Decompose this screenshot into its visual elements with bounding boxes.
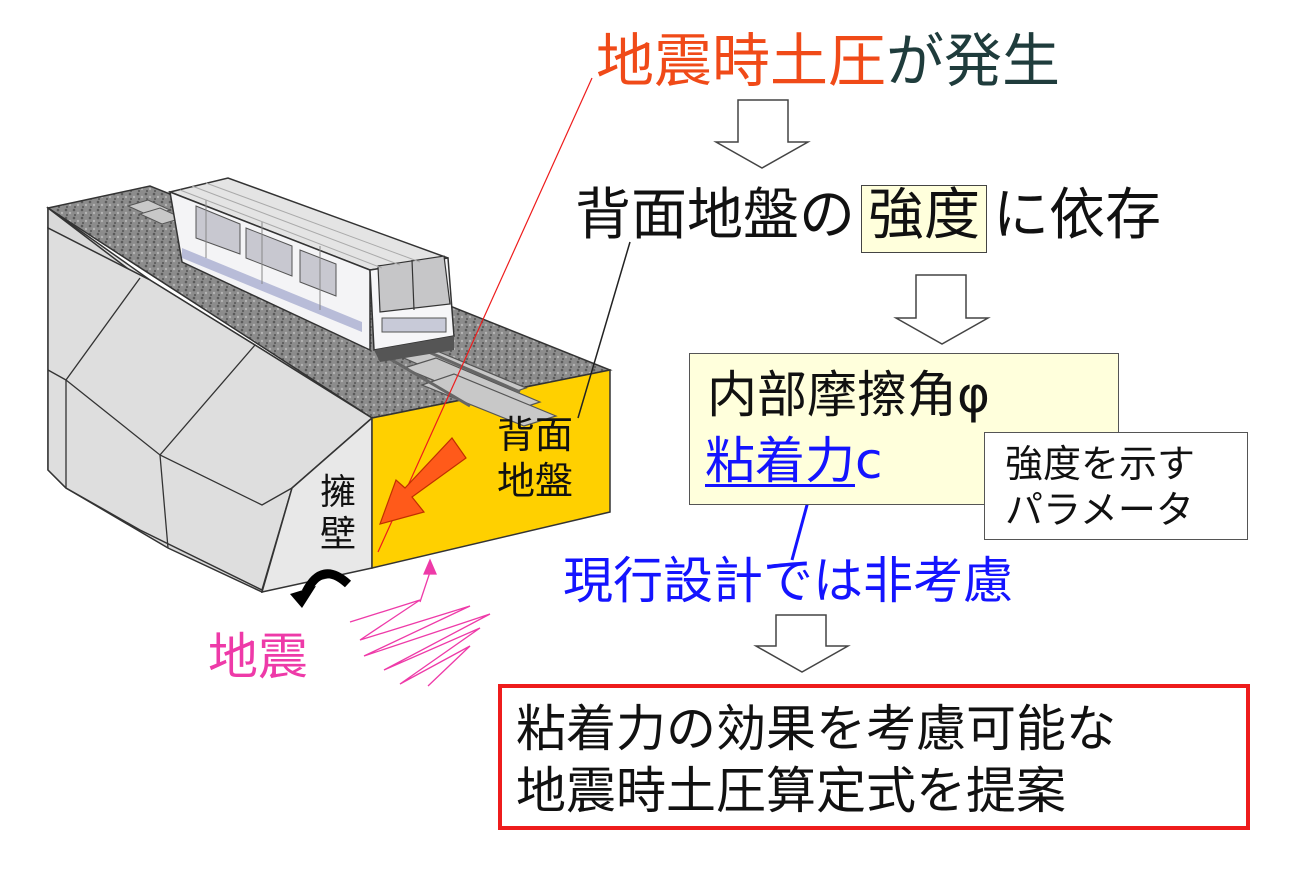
flow-arrow-2 [893,274,991,345]
backfill-label-line-2: 地盤 [496,459,573,503]
rotation-arrow-icon [290,569,352,608]
train [167,177,455,362]
note-line-2: パラメータ [1005,488,1194,532]
backfill-label: 背面 地盤 [490,412,580,504]
backfill-label-line-1: 背面 [496,413,573,457]
dependency-leader-line [577,241,631,419]
friction-angle-label: 内部摩擦角φ [707,366,990,424]
title-text: 地震時土圧が発生 [596,32,1060,90]
proposal-line-2: 地震時土圧算定式を提案 [516,762,1066,820]
strength-note-box: 強度を示す パラメータ [984,432,1248,540]
cohesion-main: 粘着力 [705,432,855,490]
earth-pressure-arrow [379,437,467,525]
earthquake-label: 地震 [208,628,308,686]
train-track [126,199,558,427]
title-leader-line [377,77,593,553]
title-highlight: 地震時土圧 [596,27,887,95]
note-line-1: 強度を示す [1005,442,1196,486]
cohesion-symbol: c [855,432,883,490]
title-rest: が発生 [886,27,1061,95]
current-design-text: 現行設計では非考慮 [563,552,1013,610]
cohesion-leader-line [790,493,812,561]
flow-arrow-3 [753,614,851,673]
flow-arrow-1 [713,99,811,169]
dependency-text: 背面地盤の強度に依存 [575,185,1161,253]
proposal-box: 粘着力の効果を考慮可能な 地震時土圧算定式を提案 [498,684,1250,830]
dependency-suffix: に依存 [993,183,1161,248]
earthquake-wave-icon [349,558,491,687]
cohesion-label: 粘着力c [705,436,883,486]
strength-highlight-box: 強度 [861,185,987,253]
retaining-wall-label: 擁壁 [319,472,356,555]
proposal-line-1: 粘着力の効果を考慮可能な [516,700,1116,758]
backfill-section [371,369,611,569]
wall-front-face [47,226,374,592]
dependency-prefix: 背面地盤の [575,183,855,248]
